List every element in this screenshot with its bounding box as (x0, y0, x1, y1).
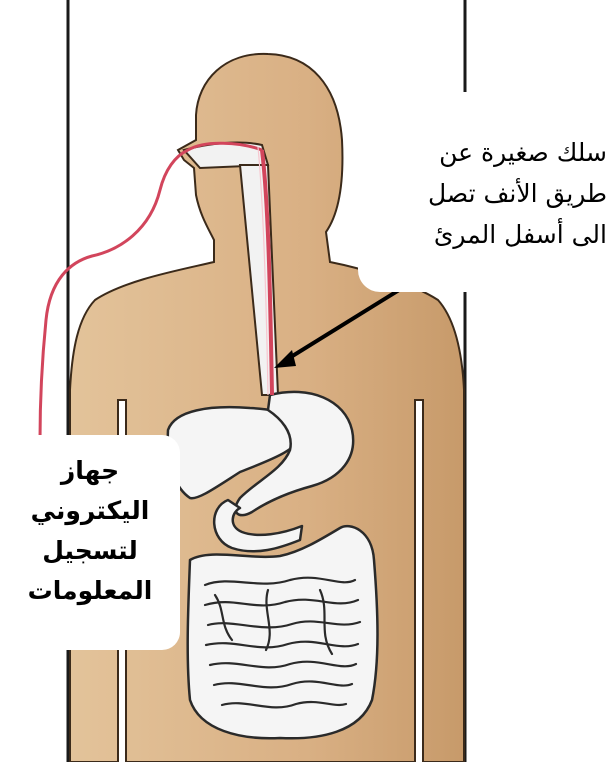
probe-callout-text: سلك صغيرة عن طريق الأنف تصل الى أسفل الم… (359, 132, 607, 255)
probe-callout: سلك صغيرة عن طريق الأنف تصل الى أسفل الم… (358, 92, 611, 292)
probe-line-3: الى أسفل المرئ (359, 214, 607, 255)
recorder-line-3: لتسجيل (0, 531, 180, 571)
probe-line-2: طريق الأنف تصل (359, 173, 607, 214)
recorder-line-2: اليكتروني (0, 491, 180, 531)
recorder-callout: جهاز اليكتروني لتسجيل المعلومات (0, 435, 180, 650)
recorder-line-4: المعلومات (0, 571, 180, 611)
recorder-callout-text: جهاز اليكتروني لتسجيل المعلومات (0, 451, 180, 611)
probe-line-1: سلك صغيرة عن (359, 132, 607, 173)
recorder-line-1: جهاز (0, 451, 180, 491)
